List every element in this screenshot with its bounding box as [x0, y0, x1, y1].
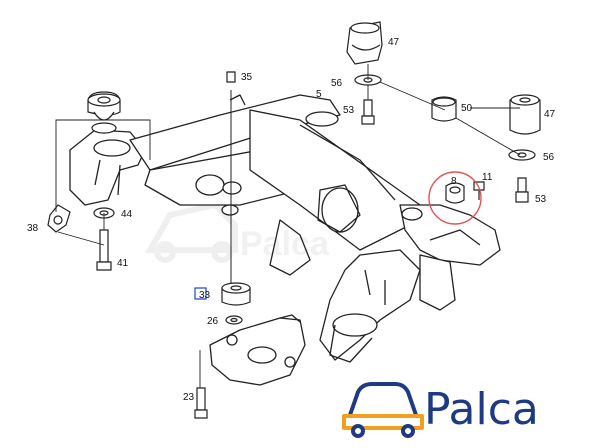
callout-8: 8 [451, 176, 457, 187]
callout-35: 35 [241, 72, 253, 83]
callout-23: 23 [183, 392, 195, 403]
left-bushing-assembly [47, 91, 121, 271]
callout-41: 41 [117, 258, 129, 269]
center-mount-assembly [221, 71, 251, 325]
callout-44: 44 [121, 209, 133, 220]
callout-33: 33 [199, 290, 211, 301]
callout-38: 38 [27, 223, 39, 234]
part-8-highlight-circle [428, 171, 482, 225]
callout-50: 50 [461, 103, 473, 114]
watermark: Palca [144, 201, 330, 263]
callout-labels: 5 8 11 23 26 33 35 38 41 44 47 47 50 53 … [27, 37, 556, 403]
callout-47-top: 47 [388, 37, 400, 48]
rear-subframe [69, 94, 501, 386]
watermark-text: Palca [240, 225, 330, 263]
brand-name: Palca [424, 384, 539, 435]
watermark-car-icon [144, 201, 238, 263]
callout-53-right: 53 [535, 194, 547, 205]
car-icon [342, 382, 424, 438]
callout-11: 11 [482, 172, 493, 183]
callout-47-right: 47 [544, 109, 556, 120]
callout-26: 26 [207, 316, 219, 327]
callout-5: 5 [316, 89, 322, 100]
callout-56-left: 56 [331, 78, 343, 89]
palca-logo: Palca [342, 382, 539, 438]
right-mount-assembly [194, 21, 541, 419]
part-33-highlight-box [194, 287, 207, 300]
callout-53-left: 53 [343, 105, 355, 116]
callout-56-right: 56 [543, 152, 555, 163]
assembly-guide-lines [55, 64, 521, 388]
